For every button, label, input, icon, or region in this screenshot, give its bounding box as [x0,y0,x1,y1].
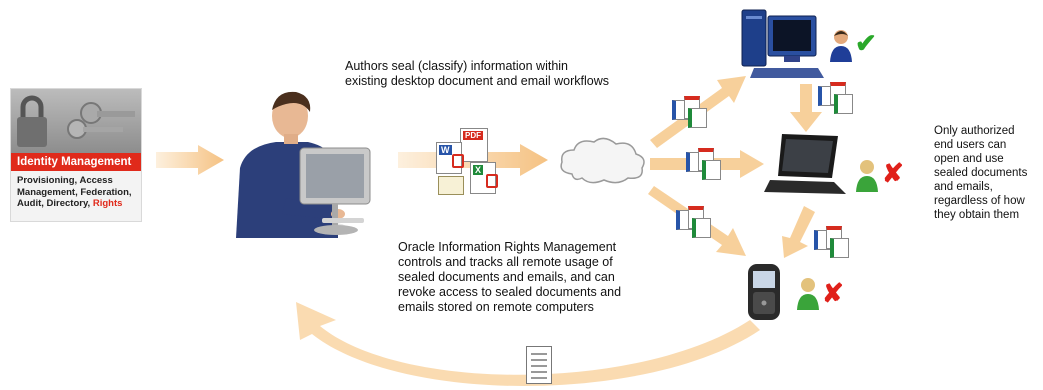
caption-irm-controls: Oracle Information Rights Management con… [398,240,622,314]
seal-icon [452,154,464,168]
sealed-docs-cluster-lower [676,206,711,238]
sealed-documents-group: PDF W X [432,128,506,198]
blackberry-phone-icon [748,264,780,320]
author-at-computer [236,91,371,238]
seal-icon [486,174,498,188]
email-envelope-icon [438,176,464,195]
unauthorized-user-icon-laptop [856,160,878,192]
idm-title-bar: Identity Management [11,153,141,171]
identity-management-card: Identity Management Provisioning, Access… [10,88,142,222]
excel-document-icon: X [470,162,496,194]
sealed-docs-cluster-middle [686,148,721,180]
access-denied-x-icon-phone: ✘ [822,278,844,308]
sealed-docs-cluster-upper [672,96,707,128]
sealed-docs-cluster-desktop [818,82,853,114]
unauthorized-user-icon-phone [797,278,819,310]
padlock-icon [17,95,135,147]
caption-authors-seal: Authors seal (classify) information with… [345,59,610,88]
laptop-icon [764,134,846,194]
idm-description: Provisioning, Access Management, Federat… [17,175,132,209]
arrow-laptop-to-phone [782,206,815,258]
access-granted-check-icon: ✔ [855,28,877,58]
arrow-desktop-to-laptop [790,84,822,132]
audit-log-document-icon [526,346,552,384]
padlock-keys-image [11,89,141,153]
idm-rights-label: Rights [92,198,123,209]
internet-cloud-icon [560,137,645,184]
access-denied-x-icon-laptop: ✘ [882,158,904,188]
caption-authorized-users: Only authorized end users can open and u… [934,125,1028,221]
arrow-return-arc [296,302,760,387]
desktop-computer-icon [741,9,824,78]
pdf-document-icon: PDF [460,128,488,162]
arrow-idm-to-author [156,145,224,175]
authorized-user-icon [830,30,852,62]
word-document-icon: W [436,142,462,174]
sealed-docs-cluster-laptop [814,226,849,258]
